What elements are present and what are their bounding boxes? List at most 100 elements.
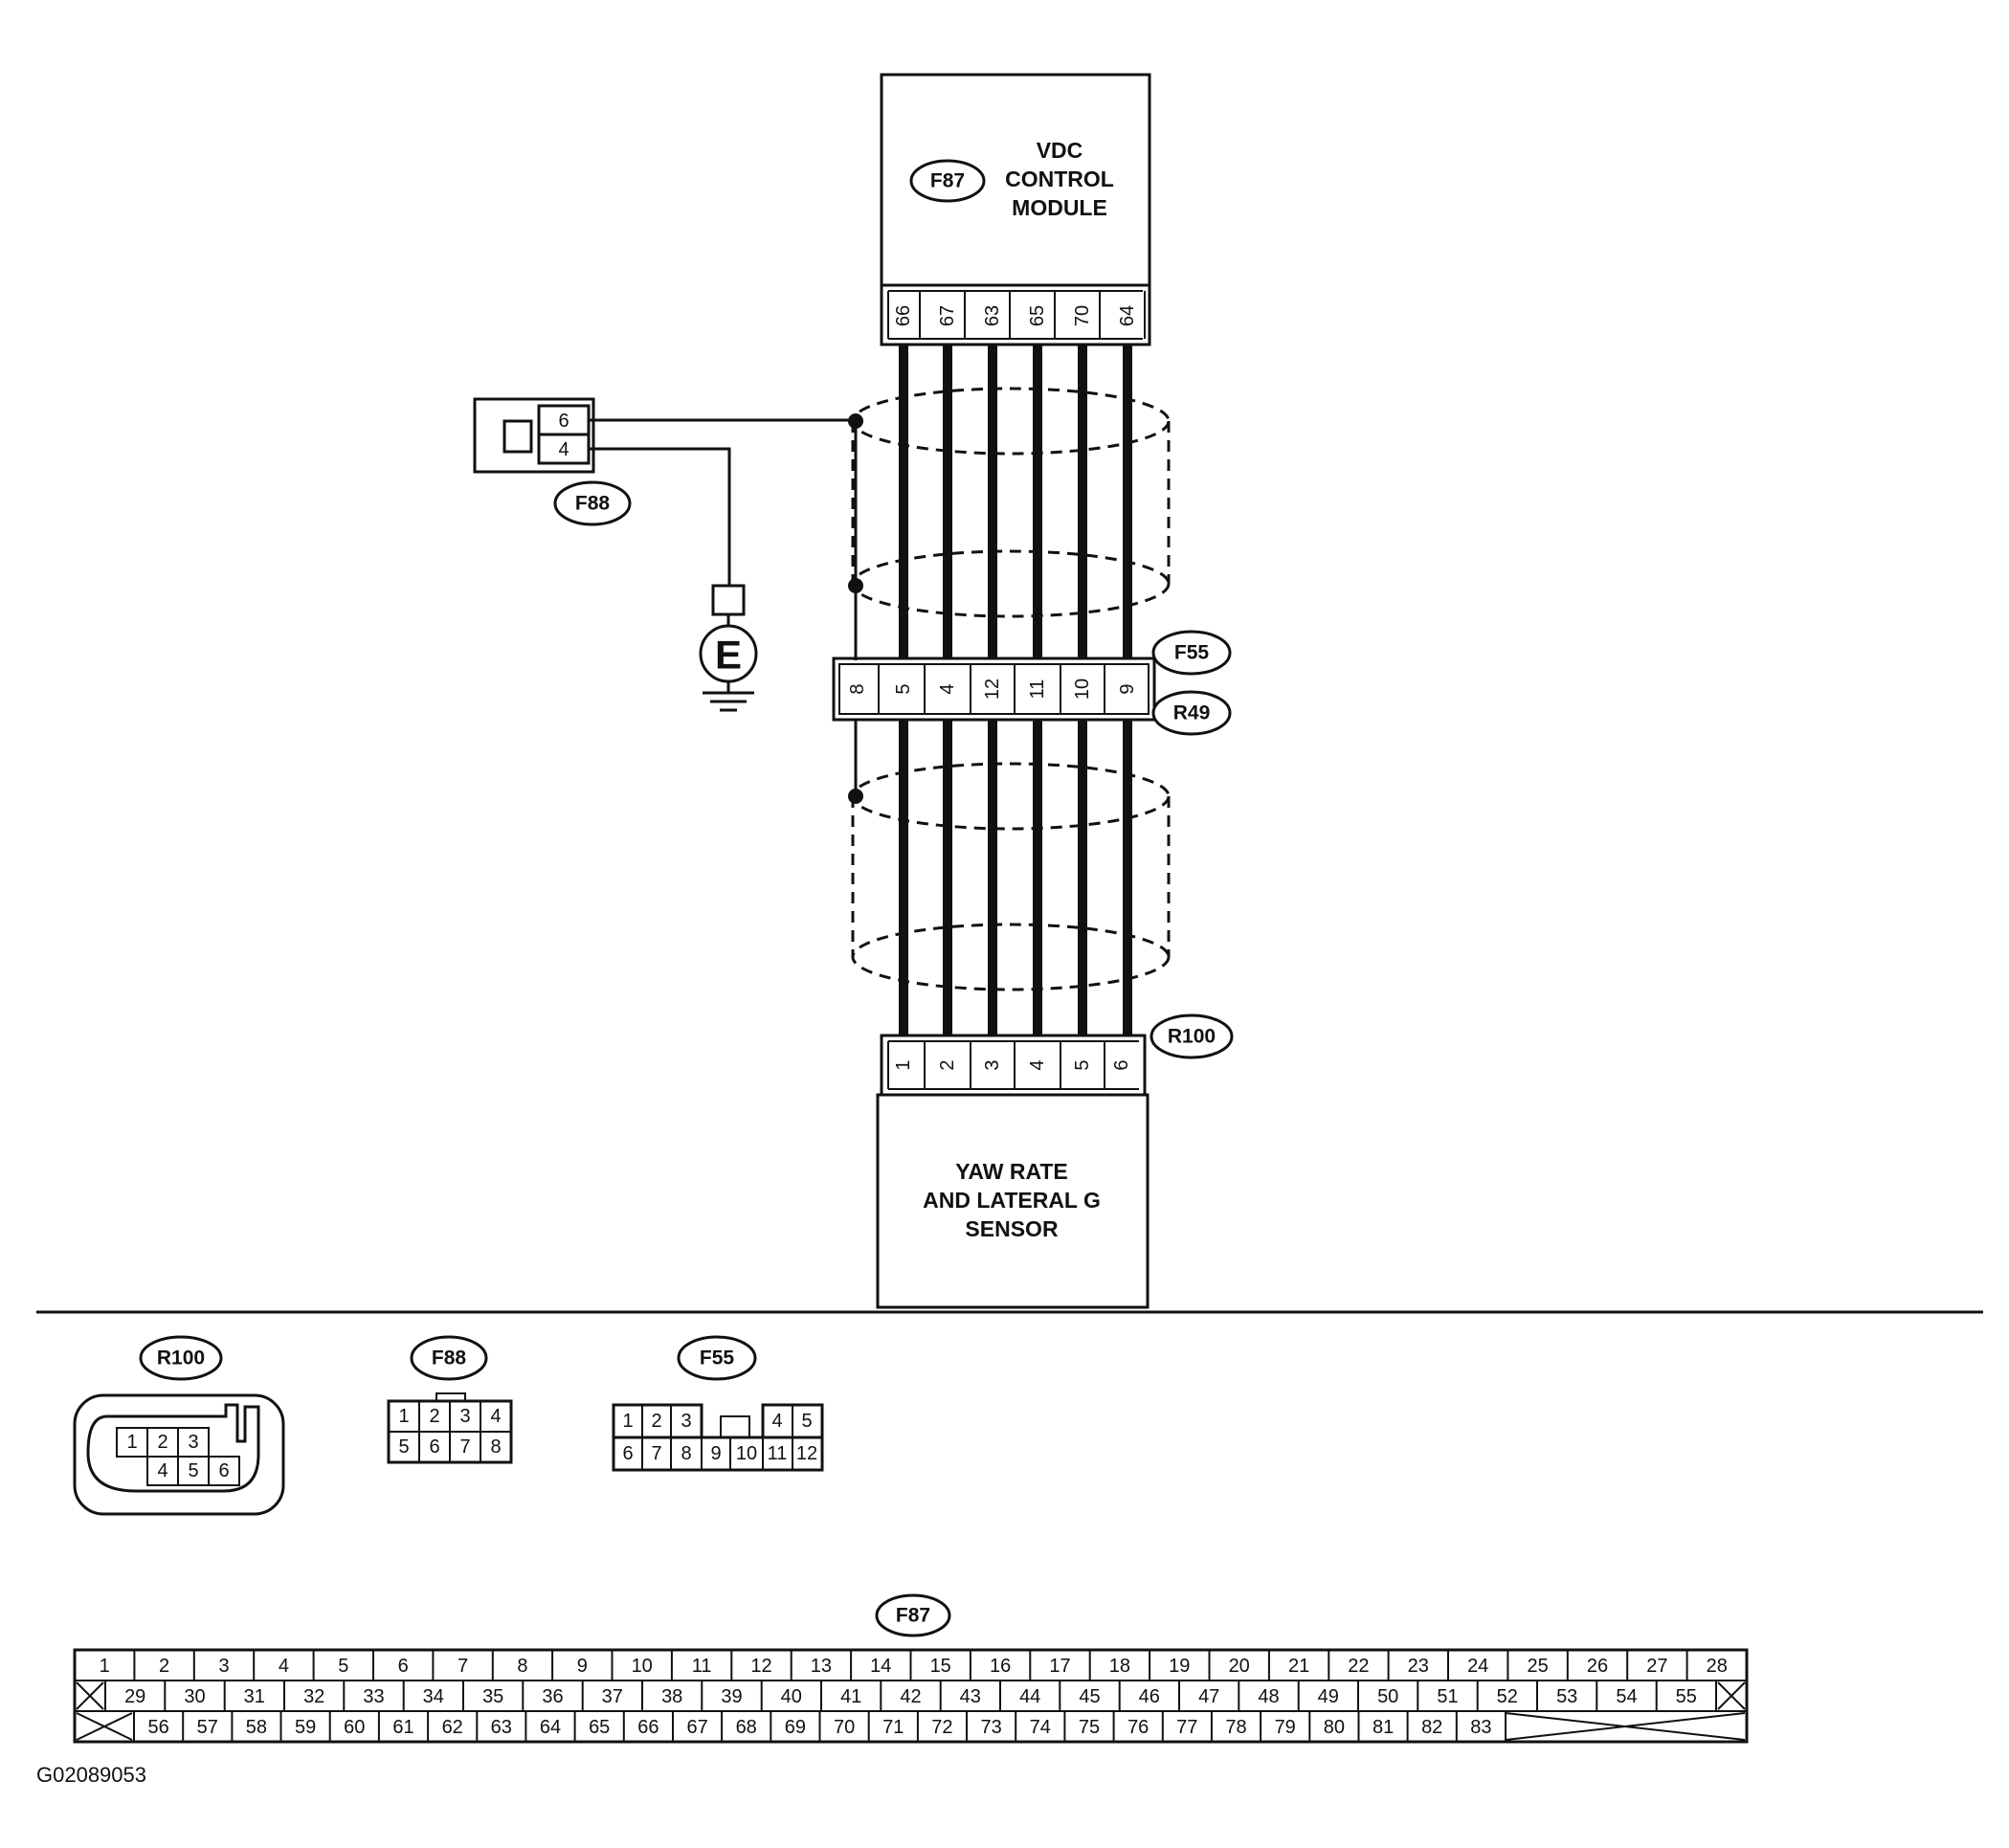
f88-pin-6: 6 [558, 411, 569, 432]
f87-face-pin: 17 [1049, 1656, 1070, 1677]
f87-face-pin: 73 [980, 1717, 1001, 1738]
f55-face-pin: 3 [681, 1411, 691, 1432]
f87-face-pin: 50 [1377, 1686, 1398, 1707]
f88-face-pin: 7 [459, 1436, 470, 1458]
r100-face: 1 2 3 4 5 6 [73, 1393, 285, 1516]
f87-face-pin: 80 [1324, 1717, 1345, 1738]
yaw-label-line-2: AND LATERAL G [923, 1188, 1101, 1213]
joint-pin: 5 [893, 683, 914, 694]
f87-face-pin: 56 [147, 1717, 168, 1738]
r100-face-tag-oval [139, 1335, 223, 1381]
f87-face-pin: 41 [840, 1686, 861, 1707]
f87-face-pin: 3 [218, 1656, 229, 1677]
f87-face-pin: 53 [1556, 1686, 1577, 1707]
f55-face-pin: 6 [622, 1443, 633, 1464]
f87-face-pin: 82 [1421, 1717, 1442, 1738]
f87-face-pin: 18 [1109, 1656, 1130, 1677]
f55-face-pin: 4 [771, 1411, 782, 1432]
f87-face-pin: 37 [602, 1686, 623, 1707]
f87-face-pin: 45 [1079, 1686, 1100, 1707]
f55-face-pin: 11 [768, 1443, 788, 1464]
f88-face-pin: 3 [459, 1406, 470, 1427]
f87-face-pin: 65 [589, 1717, 610, 1738]
f87-face-pin: 77 [1176, 1717, 1197, 1738]
f55-face-pin: 10 [736, 1443, 757, 1464]
sensor-pin: 5 [1072, 1059, 1093, 1070]
f87-face-pin: 47 [1198, 1686, 1219, 1707]
r100-face-pin: 6 [218, 1460, 229, 1481]
f87-face-pin: 60 [344, 1717, 365, 1738]
f87-face-pin: 21 [1288, 1656, 1309, 1677]
f55-face-pin: 9 [710, 1443, 721, 1464]
f87-face-pin: 40 [781, 1686, 802, 1707]
f87-face-pin: 1 [100, 1656, 110, 1677]
f87-face-pin: 68 [736, 1717, 757, 1738]
sensor-pin: 2 [937, 1059, 958, 1070]
f87-face-pin: 35 [482, 1686, 503, 1707]
f88-pin-4: 4 [558, 439, 569, 460]
f87-face-pin: 29 [124, 1686, 145, 1707]
f87-face-pin: 16 [990, 1656, 1011, 1677]
f87-face-pin: 9 [577, 1656, 588, 1677]
f88-face-pin: 6 [429, 1436, 439, 1458]
sensor-pin: 1 [893, 1059, 914, 1070]
vdc-pin: 66 [893, 305, 914, 326]
f87-face-pin: 25 [1527, 1656, 1548, 1677]
r49-tag-oval [1151, 690, 1232, 736]
f87-face-pin: 14 [870, 1656, 891, 1677]
figure-id: G02089053 [36, 1763, 146, 1787]
f87-face-pin: 36 [542, 1686, 563, 1707]
f88-face-pin: 2 [429, 1406, 439, 1427]
f88-face-tag-oval [410, 1335, 488, 1381]
f87-face-pin: 67 [686, 1717, 707, 1738]
f55-face-tag-oval [677, 1335, 757, 1381]
f55-face-pin: 8 [681, 1443, 691, 1464]
f87-face-pin: 32 [303, 1686, 324, 1707]
shield-joint-upper-b [848, 578, 863, 593]
vdc-tag: F87 [930, 170, 965, 192]
f87-face-pin: 79 [1275, 1717, 1296, 1738]
f87-face-pin: 54 [1616, 1686, 1637, 1707]
vdc-label-line-3: MODULE [1012, 195, 1107, 220]
f87-face-pin: 27 [1646, 1656, 1667, 1677]
f87-face-pin: 61 [392, 1717, 413, 1738]
f87-face-tag-oval [875, 1593, 951, 1637]
f87-face-pin: 44 [1019, 1686, 1040, 1707]
yaw-label-line-3: SENSOR [965, 1216, 1059, 1241]
shield-lower [851, 762, 1171, 991]
sensor-pin: 3 [982, 1059, 1003, 1070]
f87-face-pin: 42 [900, 1686, 921, 1707]
f87-face-pin: 59 [295, 1717, 316, 1738]
f87-face-pin: 75 [1079, 1717, 1100, 1738]
f87-face-pin: 20 [1229, 1656, 1250, 1677]
f87-face-pin: 2 [159, 1656, 169, 1677]
sensor-pin: 4 [1027, 1059, 1048, 1070]
f87-face-pin: 62 [442, 1717, 463, 1738]
vdc-label-line-2: CONTROL [1005, 167, 1114, 191]
f87-face-pin: 12 [750, 1656, 771, 1677]
f87-face-pin: 38 [661, 1686, 682, 1707]
ground-label: E [715, 633, 742, 678]
f55-face-pin: 1 [622, 1411, 633, 1432]
f87-row2-dividers [104, 1681, 1717, 1711]
f87-face-pin: 71 [882, 1717, 904, 1738]
sensor-pin: 6 [1111, 1059, 1132, 1070]
r100-face-pin: 4 [157, 1460, 167, 1481]
f55-face-pins: 1 2 3 4 5 6 7 8 9 10 11 12 [622, 1411, 817, 1464]
vdc-pin: 63 [982, 305, 1003, 326]
f87-face-pin: 23 [1408, 1656, 1429, 1677]
f87-face-pin: 52 [1497, 1686, 1518, 1707]
f87-row3-dividers [133, 1711, 1507, 1742]
f87-face-pin: 30 [184, 1686, 205, 1707]
f87-face-pin: 43 [960, 1686, 981, 1707]
r100-face-pin: 2 [157, 1432, 167, 1453]
f87-row1-dividers [133, 1650, 1688, 1681]
f87-face-pin: 70 [834, 1717, 855, 1738]
f87-face-pin: 51 [1437, 1686, 1458, 1707]
f55-face-tag: F55 [700, 1347, 735, 1369]
vdc-pin-labels: 66 67 63 65 70 64 [893, 305, 1138, 326]
